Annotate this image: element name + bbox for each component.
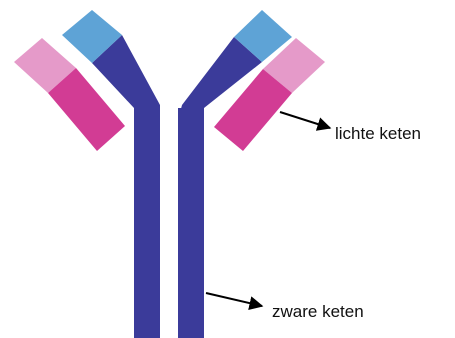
heavy-chain-right-stem xyxy=(178,108,204,338)
light-chain-arrow xyxy=(280,112,330,128)
light-chain-label: lichte keten xyxy=(335,125,421,142)
heavy-chain-left-stem xyxy=(134,108,160,338)
heavy-chain-left xyxy=(62,10,160,338)
heavy-chain-label: zware keten xyxy=(272,303,364,320)
heavy-chain-arrow xyxy=(206,293,262,306)
